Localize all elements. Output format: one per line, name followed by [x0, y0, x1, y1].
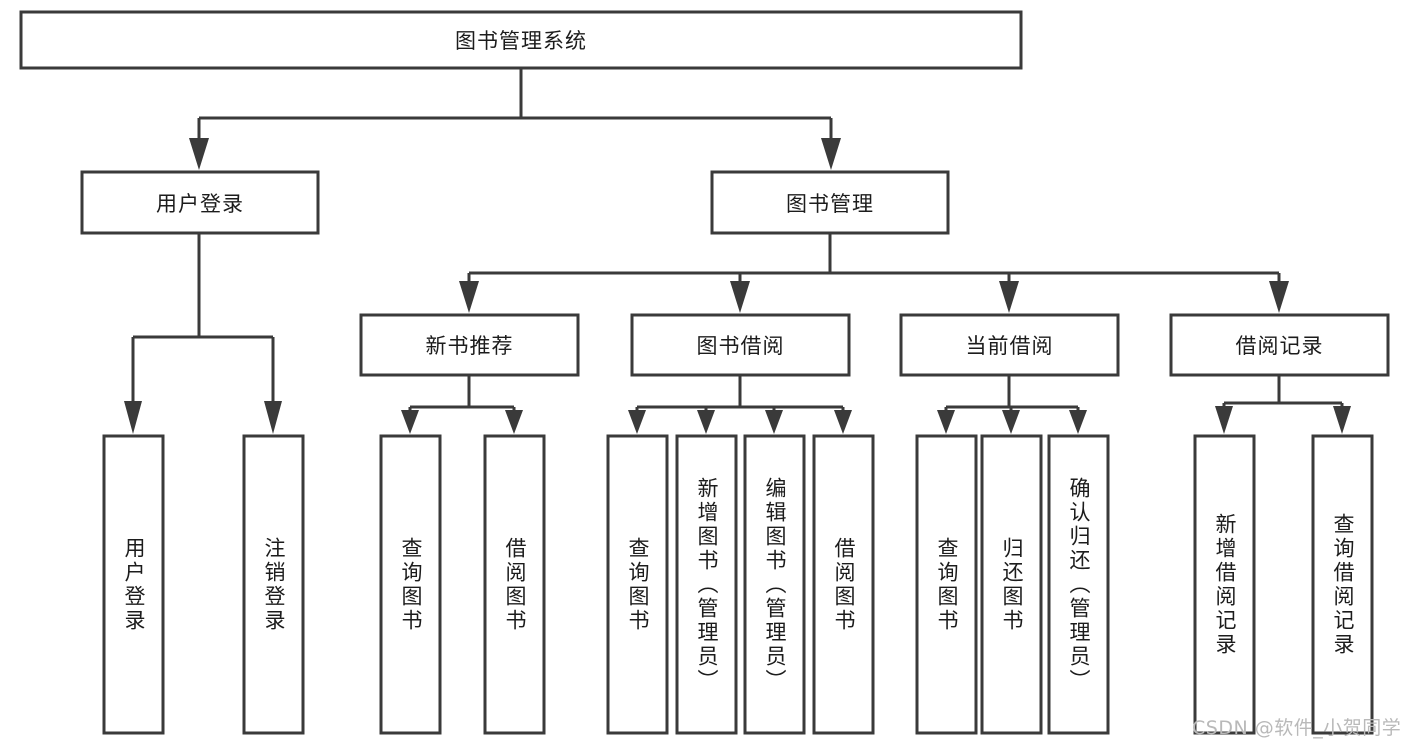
arrow-head-leaf-return-book [1002, 410, 1020, 434]
node-leaf-query-book-2-label: 查询图书 [626, 536, 650, 633]
node-root-label: 图书管理系统 [455, 29, 587, 53]
arrow-head-new-book-recommend [459, 281, 479, 313]
node-leaf-add-borrow-record-label: 新增借阅记录 [1213, 512, 1237, 657]
arrow-head-leaf-query-book-3 [937, 410, 955, 434]
node-leaf-return-book-box[interactable] [980, 434, 1043, 735]
node-leaf-borrow-book-1-label: 借阅图书 [503, 536, 527, 633]
arrow-head-leaf-logout-login [264, 401, 282, 434]
node-leaf-query-book-3-label: 查询图书 [935, 536, 959, 633]
node-book-management-label: 图书管理 [786, 191, 874, 216]
arrow-head-leaf-borrow-book-1 [505, 410, 523, 434]
arrow-head-leaf-edit-book [765, 410, 783, 434]
node-leaf-borrow-book-2-box[interactable] [812, 434, 875, 735]
node-borrow-record-label: 借阅记录 [1235, 334, 1324, 358]
node-leaf-query-borrow-record-label: 查询借阅记录 [1331, 512, 1355, 657]
node-current-borrow-box[interactable] [899, 313, 1120, 377]
node-book-management-box[interactable] [710, 170, 950, 235]
node-leaf-query-book-1-box[interactable] [379, 434, 442, 735]
arrow-head-leaf-confirm-return [1069, 410, 1087, 434]
arrow-head-leaf-query-borrow-record [1333, 406, 1351, 434]
node-leaf-add-borrow-record-box[interactable] [1193, 434, 1256, 735]
node-leaf-logout-login-label: 注销登录 [262, 536, 286, 633]
arrow-head-current-borrow [999, 281, 1019, 313]
node-leaf-add-book-label: 新增图书（管理员） [695, 476, 719, 693]
node-root-box[interactable] [19, 10, 1023, 70]
node-leaf-query-book-2-box[interactable] [606, 434, 669, 735]
node-leaf-query-borrow-record-box[interactable] [1311, 434, 1374, 735]
arrow-head-leaf-borrow-book-2 [834, 410, 852, 434]
node-leaf-return-book-label: 归还图书 [1000, 536, 1024, 633]
node-leaf-edit-book-box[interactable] [743, 434, 806, 735]
node-leaf-user-login-label: 用户登录 [122, 536, 146, 633]
csdn-watermark: CSDN @软件_小贺同学 [1192, 717, 1402, 739]
node-user-login-box[interactable] [80, 170, 320, 235]
arrow-head-borrow-record [1269, 281, 1289, 313]
node-leaf-add-book-box[interactable] [675, 434, 738, 735]
node-leaf-borrow-book-1-box[interactable] [483, 434, 546, 735]
node-leaf-borrow-book-2-label: 借阅图书 [832, 536, 856, 633]
node-leaf-confirm-return-label: 确认归还（管理员） [1067, 476, 1091, 693]
arrow-head-leaf-user-login [124, 401, 142, 434]
node-book-borrow-label: 图书借阅 [696, 334, 785, 358]
arrow-head-book-borrow [730, 281, 750, 313]
node-new-book-recommend-box[interactable] [359, 313, 580, 377]
node-book-borrow-box[interactable] [630, 313, 851, 377]
arrow-head-leaf-query-book-1 [401, 410, 419, 434]
node-leaf-query-book-1-label: 查询图书 [399, 536, 423, 633]
arrow-head-leaf-add-book [697, 410, 715, 434]
arrow-head-leaf-add-borrow-record [1215, 406, 1233, 434]
node-leaf-confirm-return-box[interactable] [1047, 434, 1110, 735]
arrow-head-user-login [189, 138, 209, 170]
node-leaf-user-login-box[interactable] [102, 434, 165, 735]
node-new-book-recommend-label: 新书推荐 [425, 334, 514, 358]
node-current-borrow-label: 当前借阅 [965, 334, 1054, 358]
node-user-login-label: 用户登录 [156, 191, 244, 216]
node-leaf-logout-login-box[interactable] [242, 434, 305, 735]
arrow-head-leaf-query-book-2 [628, 410, 646, 434]
arrow-head-book-management [821, 138, 841, 170]
node-leaf-query-book-3-box[interactable] [915, 434, 978, 735]
node-leaf-edit-book-label: 编辑图书（管理员） [763, 476, 787, 693]
